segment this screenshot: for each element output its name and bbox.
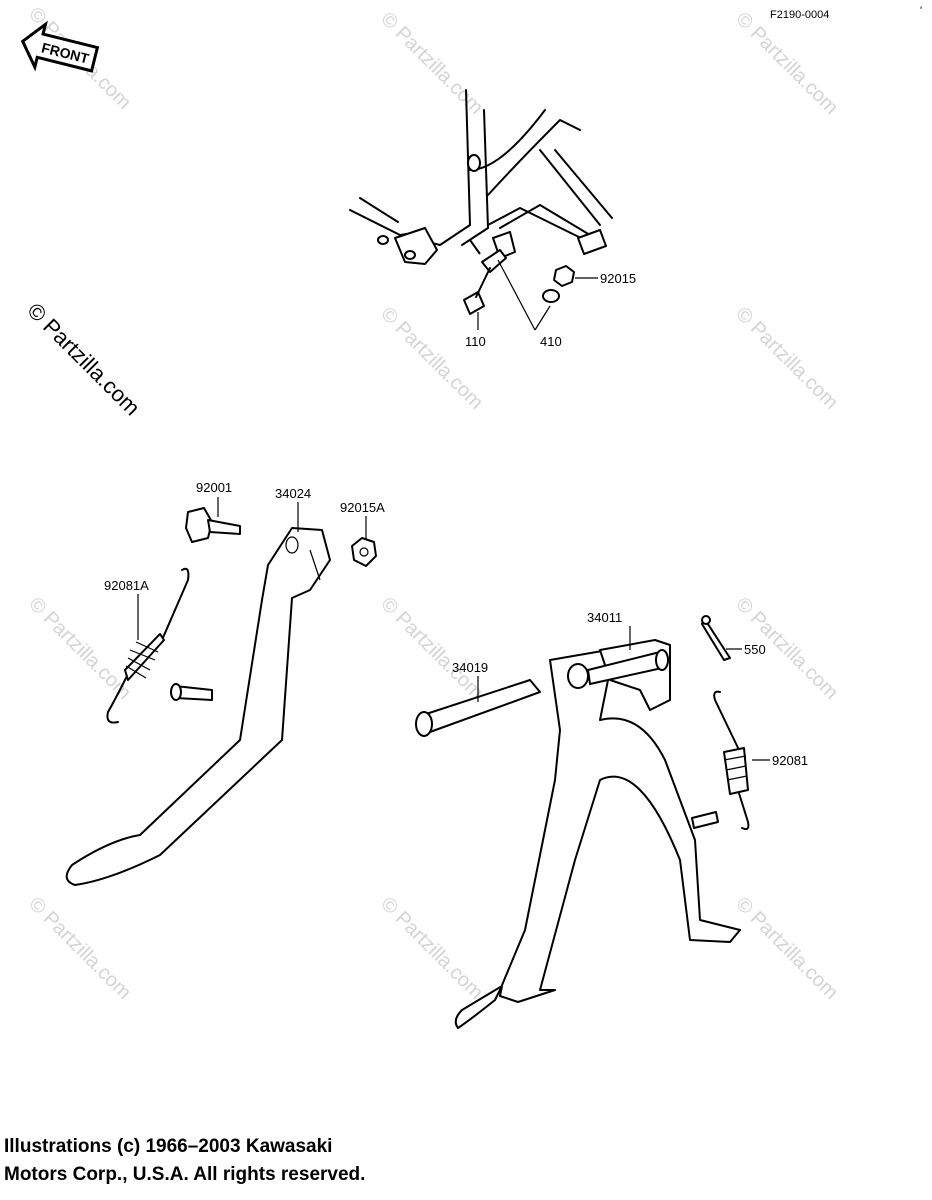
watermark: © Partzilla.com [376, 303, 487, 414]
copyright-line-2: Motors Corp., U.S.A. All rights reserved… [4, 1164, 366, 1185]
watermark: © Partzilla.com [376, 8, 487, 119]
label-34019: 34019 [452, 660, 488, 675]
label-410: 410 [540, 334, 562, 349]
watermark: © Partzilla.com [731, 893, 842, 1004]
nut-92015 [553, 265, 575, 287]
watermark: © Partzilla.com [376, 593, 487, 704]
watermark: © Partzilla.com [731, 8, 842, 119]
label-92001: 92001 [196, 480, 232, 495]
washer-410 [542, 289, 560, 303]
watermark-large: © Partzilla.com [22, 298, 145, 421]
center-stand-illustration [415, 615, 750, 1029]
label-34011: 34011 [587, 610, 622, 625]
watermark: © Partzilla.com [24, 593, 135, 704]
watermark: © Partzilla.com [731, 303, 842, 414]
label-34024: 34024 [275, 486, 311, 501]
bolt-110 [463, 249, 507, 315]
label-550: 550 [744, 642, 766, 657]
frame-illustration [349, 89, 613, 265]
label-92015: 92015 [600, 271, 636, 286]
copyright-line-1: Illustrations (c) 1966–2003 Kawasaki [4, 1136, 333, 1157]
label-110: 110 [465, 334, 486, 349]
corner-mark: ' [920, 5, 922, 17]
watermark: © Partzilla.com [24, 893, 135, 1004]
copyright-notice: Illustrations (c) 1966–2003 Kawasaki Mot… [4, 1133, 365, 1189]
label-92081: 92081 [772, 753, 808, 768]
label-92015A: 92015A [340, 500, 385, 515]
label-92081A: 92081A [104, 578, 149, 593]
watermark: © Partzilla.com [376, 893, 487, 1004]
side-stand-illustration [65, 507, 377, 886]
diagram-code: F2190-0004 [770, 9, 829, 21]
